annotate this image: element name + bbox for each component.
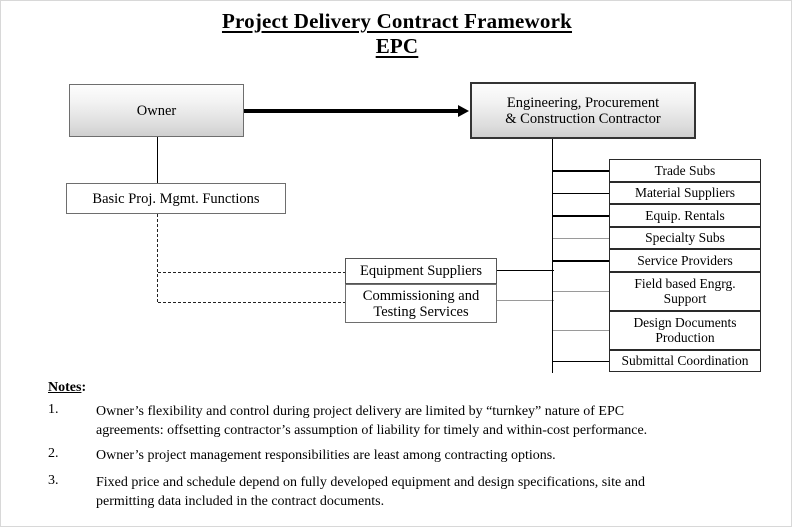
page-title: Project Delivery Contract Framework EPC bbox=[1, 9, 792, 59]
owner-to-epc-arrow-shaft bbox=[244, 109, 458, 113]
subcontractor-box[interactable]: Specialty Subs bbox=[609, 226, 761, 249]
equipment-suppliers-box[interactable]: Equipment Suppliers bbox=[345, 258, 497, 284]
subcontractor-label: Service Providers bbox=[637, 252, 733, 268]
equipment-suppliers-to-trunk-line bbox=[497, 270, 554, 272]
basic-functions-dashed-stem bbox=[157, 214, 158, 302]
title-line-1-text: Project Delivery Contract Framework bbox=[221, 9, 573, 33]
subcontractor-branch-line bbox=[553, 170, 609, 172]
note-line: Fixed price and schedule depend on fully… bbox=[96, 475, 645, 490]
dashed-branch-commissioning bbox=[158, 302, 346, 303]
epc-trunk-vertical-line bbox=[552, 139, 554, 373]
dashed-branch-equipment-suppliers bbox=[158, 272, 346, 273]
subcontractor-box[interactable]: Equip. Rentals bbox=[609, 204, 761, 227]
subcontractor-branch-line bbox=[553, 260, 609, 262]
subcontractor-box[interactable]: Material Suppliers bbox=[609, 181, 761, 204]
notes-heading: Notes: bbox=[48, 380, 86, 396]
note-text: Owner’s flexibility and control during p… bbox=[96, 402, 736, 440]
owner-box-label: Owner bbox=[136, 102, 177, 119]
owner-to-epc-arrow-head bbox=[458, 105, 469, 117]
subcontractor-box[interactable]: Trade Subs bbox=[609, 159, 761, 182]
note-line: permitting data included in the contract… bbox=[96, 494, 385, 509]
notes-heading-colon: : bbox=[81, 380, 87, 395]
subcontractor-branch-line bbox=[553, 330, 609, 332]
title-line-2: EPC bbox=[1, 34, 792, 59]
subcontractor-branch-line bbox=[553, 291, 609, 293]
epc-contractor-box[interactable]: Engineering, Procurement & Construction … bbox=[470, 82, 696, 139]
subcontractor-branch-line bbox=[553, 192, 609, 195]
subcontractor-label: Material Suppliers bbox=[634, 185, 736, 201]
note-line: agreements: offsetting contractor’s assu… bbox=[96, 423, 648, 438]
note-number: 3. bbox=[48, 473, 59, 488]
subcontractor-label: Equip. Rentals bbox=[645, 207, 725, 223]
subcontractor-label: Design Documents bbox=[633, 315, 737, 330]
subcontractor-label: Submittal Coordination bbox=[621, 353, 749, 369]
subcontractor-label: Trade Subs bbox=[654, 162, 716, 178]
basic-project-management-functions-box[interactable]: Basic Proj. Mgmt. Functions bbox=[66, 183, 286, 214]
epc-contractor-label-line-2: & Construction Contractor bbox=[505, 110, 661, 127]
commissioning-testing-services-box[interactable]: Commissioning and Testing Services bbox=[345, 284, 497, 323]
commissioning-label-line-2: Testing Services bbox=[373, 303, 469, 320]
notes-heading-text: Notes bbox=[48, 380, 82, 395]
epc-contractor-label-line-1: Engineering, Procurement bbox=[506, 94, 660, 111]
title-line-1: Project Delivery Contract Framework bbox=[1, 9, 792, 34]
owner-to-basic-functions-line bbox=[157, 137, 159, 183]
subcontractor-branch-line bbox=[553, 360, 609, 363]
subcontractor-label-line-2: Production bbox=[655, 330, 715, 345]
owner-box[interactable]: Owner bbox=[69, 84, 244, 137]
note-text: Owner’s project management responsibilit… bbox=[96, 446, 736, 465]
equipment-suppliers-label: Equipment Suppliers bbox=[359, 263, 483, 279]
commissioning-label-line-1: Commissioning and bbox=[362, 287, 480, 304]
subcontractor-box[interactable]: Service Providers bbox=[609, 249, 761, 272]
subcontractor-box[interactable]: Submittal Coordination bbox=[609, 349, 761, 372]
subcontractor-label: Field based Engrg. bbox=[634, 276, 736, 291]
commissioning-to-trunk-line bbox=[497, 300, 554, 302]
note-number: 2. bbox=[48, 446, 59, 461]
subcontractor-branch-line bbox=[553, 237, 609, 239]
title-line-2-text: EPC bbox=[375, 34, 419, 58]
subcontractor-label-line-2: Support bbox=[663, 291, 707, 306]
basic-functions-label: Basic Proj. Mgmt. Functions bbox=[92, 190, 260, 207]
subcontractor-branch-line bbox=[553, 215, 609, 217]
note-line: Owner’s flexibility and control during p… bbox=[96, 404, 625, 419]
note-number: 1. bbox=[48, 402, 59, 417]
subcontractor-box[interactable]: Field based Engrg.Support bbox=[609, 271, 761, 311]
note-text: Fixed price and schedule depend on fully… bbox=[96, 473, 736, 511]
note-line: Owner’s project management responsibilit… bbox=[96, 448, 556, 463]
subcontractor-label: Specialty Subs bbox=[645, 230, 725, 246]
